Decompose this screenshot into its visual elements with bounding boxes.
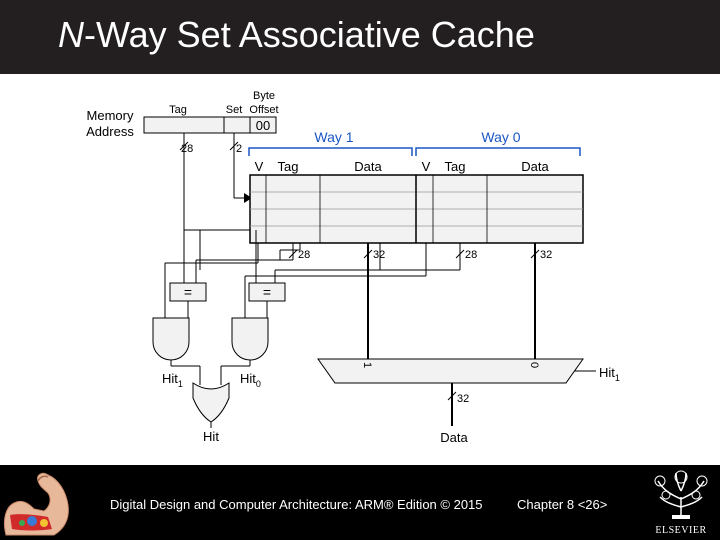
cache-table — [249, 174, 584, 244]
hit-wires — [170, 360, 251, 428]
data-output-label: Data — [440, 430, 468, 445]
tag-width-label: 28 — [181, 143, 193, 155]
hit0-label: Hit0 — [240, 371, 261, 389]
title-n: N — [58, 14, 84, 55]
output-mux — [317, 358, 584, 384]
tag-field — [143, 116, 225, 134]
comparator-output-wires — [187, 301, 268, 318]
elsevier-tree-logo: ELSEVIER — [650, 470, 712, 536]
set-field — [223, 116, 251, 134]
mux-input-1-label: 1 — [361, 362, 373, 368]
way1-brace — [248, 147, 413, 156]
comparator-way0-label: = — [263, 284, 271, 300]
hit1-label: Hit1 — [162, 371, 183, 389]
way0-label: Way 0 — [481, 129, 520, 145]
set-field-label: Set — [226, 104, 243, 116]
mux-input-0-label: 0 — [528, 362, 540, 368]
footer-book-title: Digital Design and Computer Architecture… — [110, 497, 483, 512]
bus-data1-label: 32 — [373, 249, 385, 261]
and-gate-way1 — [152, 317, 190, 361]
slide-title: N-Way Set Associative Cache — [58, 14, 535, 56]
byte-offset-label-2: Offset — [249, 104, 278, 116]
bus-tag1-slash — [288, 249, 298, 259]
bus-tag1-label: 28 — [298, 249, 310, 261]
set-width-label: 2 — [236, 143, 242, 155]
way0-data-header: Data — [521, 159, 549, 174]
elsevier-logo-text: ELSEVIER — [655, 525, 706, 536]
way0-tag-header: Tag — [445, 159, 466, 174]
tag-field-label: Tag — [169, 104, 187, 116]
way1-data-header: Data — [354, 159, 382, 174]
title-bar: N-Way Set Associative Cache — [0, 0, 720, 74]
or-gate — [192, 382, 230, 423]
memory-address-label-2: Address — [86, 124, 134, 139]
set-arrow — [244, 193, 252, 203]
way0-v-header: V — [422, 159, 431, 174]
cache-diagram: Memory Address Tag Set Byte Offset 00 28… — [86, 90, 620, 445]
bus-data0-label: 32 — [540, 249, 552, 261]
way1-v-header: V — [255, 159, 264, 174]
footer-chapter-page: Chapter 8 <26> — [517, 497, 608, 512]
way0-brace — [415, 147, 581, 156]
bus-tag0-label: 28 — [465, 249, 477, 261]
title-rest: -Way Set Associative Cache — [84, 14, 535, 55]
way1-tag-header: Tag — [278, 159, 299, 174]
bus-data0-slash — [530, 249, 540, 259]
bus-data1-slash — [363, 249, 373, 259]
comparator-way1-label: = — [184, 284, 192, 300]
bus-tag0-slash — [455, 249, 465, 259]
memory-address-label-1: Memory — [87, 108, 134, 123]
output-data-slash — [447, 391, 457, 401]
tag-width-slash — [179, 141, 189, 151]
byte-offset-field — [249, 116, 277, 134]
byte-offset-value: 00 — [256, 118, 270, 133]
footer-bar: Digital Design and Computer Architecture… — [0, 465, 720, 540]
output-data-width-label: 32 — [457, 393, 469, 405]
way1-label: Way 1 — [314, 129, 353, 145]
byte-offset-label-1: Byte — [253, 90, 275, 102]
arm-flexing-arm-logo — [3, 472, 69, 536]
mux-select-label: Hit1 — [599, 365, 620, 383]
set-wire — [233, 133, 244, 199]
hit-output-label: Hit — [203, 429, 219, 444]
set-width-slash — [229, 141, 239, 151]
and-gate-way0 — [231, 317, 269, 361]
